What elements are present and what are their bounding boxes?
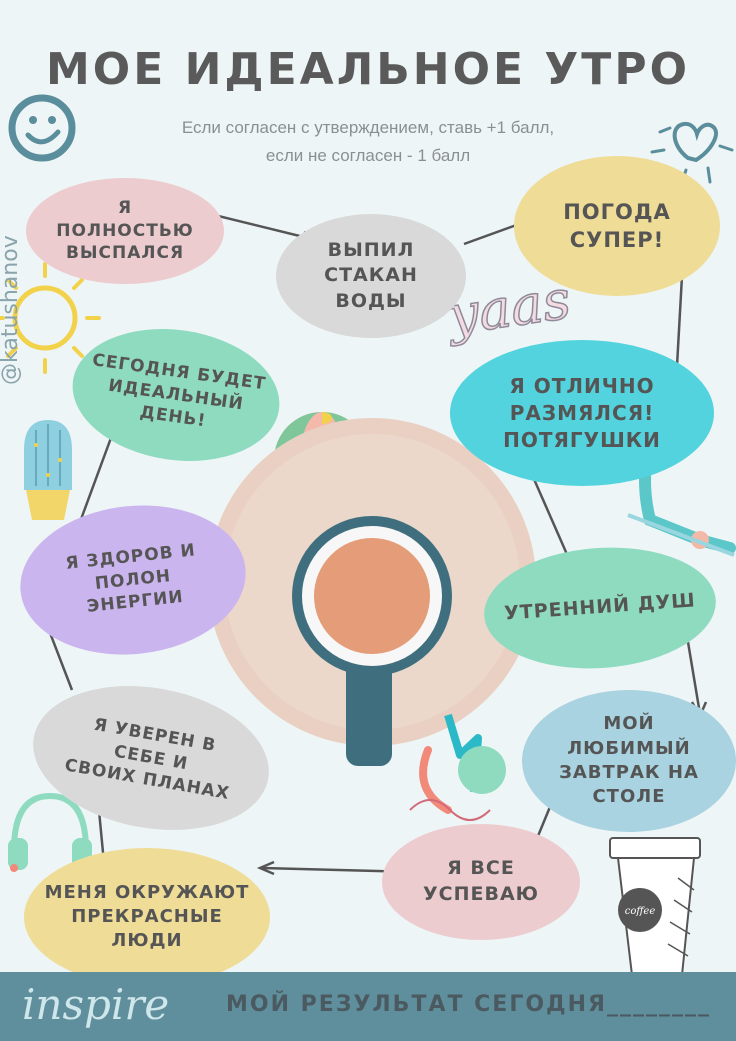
step-stretch: Я ОТЛИЧНО РАЗМЯЛСЯ! ПОТЯГУШКИ <box>450 340 714 486</box>
cup-label: coffee <box>625 906 656 917</box>
step-label: ВЫПИЛ СТАКАН ВОДЫ <box>324 238 418 312</box>
heart-icon <box>650 121 734 184</box>
step-label: МЕНЯ ОКРУЖАЮТ ПРЕКРАСНЫЕ ЛЮДИ <box>44 881 250 952</box>
result-line: МОЙ РЕЗУЛЬТАТ СЕГОДНЯ________ <box>226 992 711 1017</box>
step-people: МЕНЯ ОКРУЖАЮТ ПРЕКРАСНЫЕ ЛЮДИ <box>24 848 270 986</box>
coffee-cup-image <box>208 418 536 766</box>
subtitle: Если согласен с утверждением, ставь +1 б… <box>100 114 636 170</box>
step-label: Я ЗДОРОВ И ПОЛОН ЭНЕРГИИ <box>64 539 197 618</box>
inspire-lettering: inspire <box>22 980 170 1029</box>
step-label: ПОГОДА СУПЕР! <box>563 199 671 252</box>
step-label: Я УВЕРЕН В СЕБЕ И СВОИХ ПЛАНАХ <box>63 714 232 805</box>
page-title: МОЕ ИДЕАЛЬНОЕ УТРО <box>46 44 690 95</box>
step-label: Я ПОЛНОСТЬЮ ВЫСПАЛСЯ <box>56 197 194 264</box>
step-breakfast: МОЙ ЛЮБИМЫЙ ЗАВТРАК НА СТОЛЕ <box>522 690 736 832</box>
step-label: Я ВСЕ УСПЕВАЮ <box>423 857 539 905</box>
step-label: Я ОТЛИЧНО РАЗМЯЛСЯ! ПОТЯГУШКИ <box>503 373 661 452</box>
step-label: УТРЕННИЙ ДУШ <box>503 589 697 625</box>
step-label: СЕГОДНЯ БУДЕТ ИДЕАЛЬНЫЙ ДЕНЬ! <box>91 349 268 432</box>
step-slept: Я ПОЛНОСТЬЮ ВЫСПАЛСЯ <box>26 178 224 284</box>
doodle-icon <box>409 713 506 821</box>
subtitle-line-2: если не согласен - 1 балл <box>265 146 471 165</box>
sun-icon <box>0 262 101 374</box>
step-manage: Я ВСЕ УСПЕВАЮ <box>382 824 580 940</box>
step-water: ВЫПИЛ СТАКАН ВОДЫ <box>276 214 466 338</box>
smiley-icon <box>8 94 76 162</box>
step-weather: ПОГОДА СУПЕР! <box>514 156 720 296</box>
step-label: МОЙ ЛЮБИМЫЙ ЗАВТРАК НА СТОЛЕ <box>559 713 699 808</box>
takeaway-cup-icon: coffee <box>609 837 701 976</box>
subtitle-line-1: Если согласен с утверждением, ставь +1 б… <box>181 118 555 137</box>
cactus-icon <box>24 420 72 520</box>
footer-bar <box>0 972 736 1041</box>
